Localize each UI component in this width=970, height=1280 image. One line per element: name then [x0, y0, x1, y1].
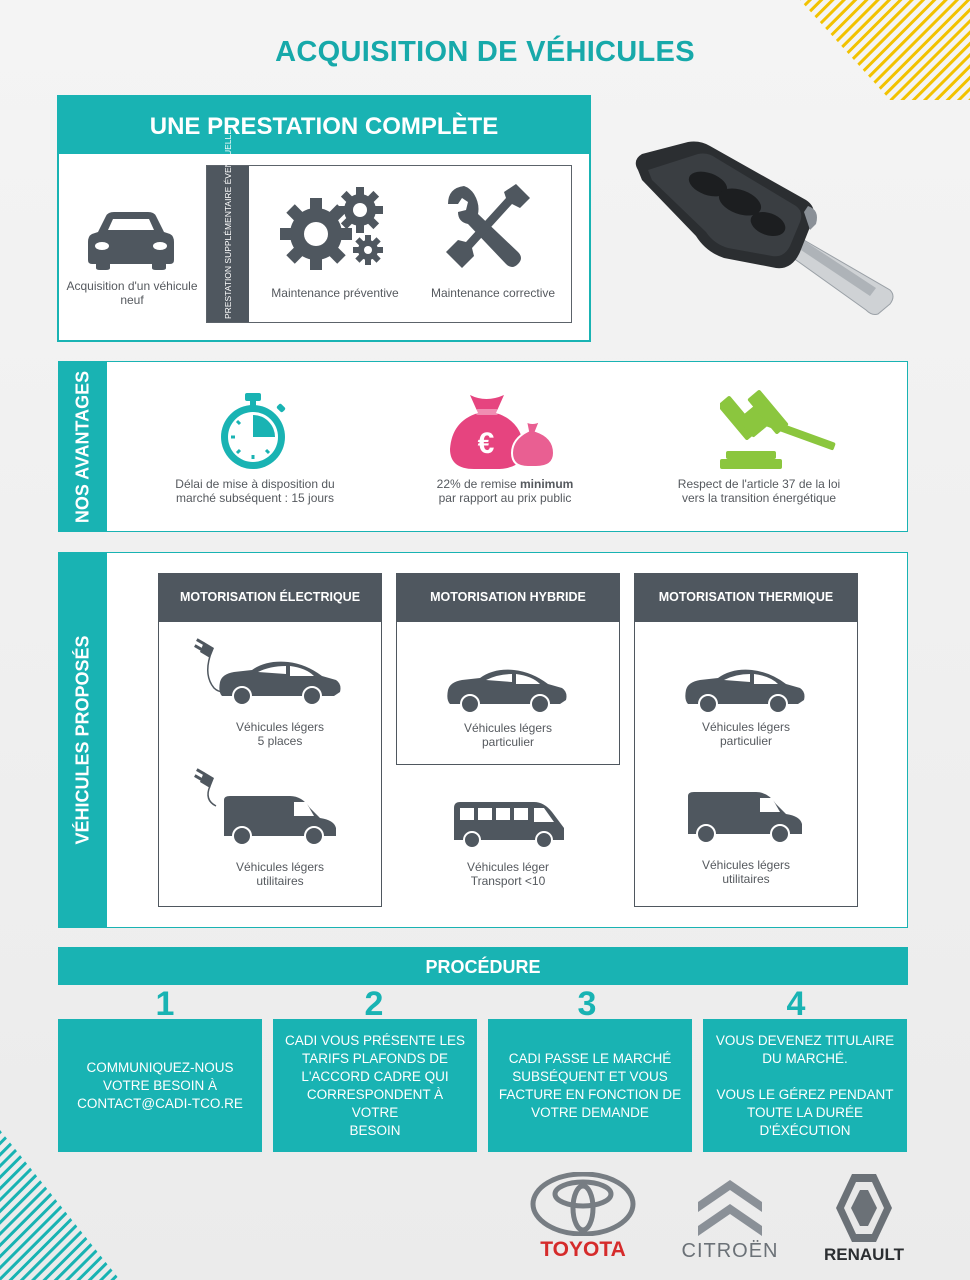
page-title: ACQUISITION DE VÉHICULES [275, 36, 695, 68]
prestation-heading: UNE PRESTATION COMPLÈTE [59, 97, 589, 154]
step-2-text: CADI VOUS PRÉSENTE LES TARIFS PLAFONDS D… [284, 1032, 466, 1138]
brand-renault: RENAULT [824, 1245, 904, 1264]
avantages-heading: NOS AVANTAGES [72, 370, 93, 523]
category-thermique-item-1: Véhicules légers utilitaires [701, 858, 791, 886]
step-4-card: VOUS DEVENEZ TITULAIRE DU MARCHÉ. VOUS L… [703, 1019, 907, 1152]
procedure-heading: PROCÉDURE [58, 947, 908, 985]
avantages-panel: NOS AVANTAGES [58, 361, 908, 532]
vehicules-side-bar: VÉHICULES PROPOSÉS [59, 553, 107, 927]
category-thermique-box [634, 621, 858, 907]
brand-citroen: CITROËN [681, 1240, 779, 1262]
step-1-number: 1 [155, 985, 175, 1023]
minibus-icon [454, 802, 564, 849]
category-hybride-item-0: Véhicules légers particulier [463, 721, 553, 749]
category-thermique-item-0: Véhicules légers particulier [701, 720, 791, 748]
renault-logo [836, 1174, 892, 1242]
supplement-label: PRESTATION SUPPLÉMENTAIRE ÉVENTUELLE [223, 129, 233, 319]
citroen-logo [698, 1180, 762, 1236]
thermal-car-icon [685, 669, 805, 714]
category-thermique-title: MOTORISATION THERMIQUE [634, 573, 858, 621]
money-bag-euro-icon: € [450, 395, 556, 469]
prestation-item-0-label: Acquisition d'un véhicule neuf [66, 279, 198, 307]
hybrid-car-icon [447, 669, 567, 714]
vehicules-heading: VÉHICULES PROPOSÉS [72, 635, 93, 845]
category-electrique-item-1: Véhicules légers utilitaires [235, 860, 325, 888]
prestation-item-1-label: Maintenance préventive [271, 286, 399, 300]
gears-icon [280, 187, 383, 270]
avantage-2-text: Respect de l'article 37 de la loi vers l… [677, 477, 841, 505]
step-3-number: 3 [577, 985, 597, 1023]
step-2-card: CADI VOUS PRÉSENTE LES TARIFS PLAFONDS D… [273, 1019, 477, 1152]
electric-van-icon [194, 768, 336, 846]
car-key-image [635, 141, 894, 315]
category-hybride-title: MOTORISATION HYBRIDE [396, 573, 620, 621]
category-electrique-item-0: Véhicules légers 5 places [235, 720, 325, 748]
supplement-bar: PRESTATION SUPPLÉMENTAIRE ÉVENTUELLE [207, 129, 249, 322]
yellow-stripes-decoration [800, 0, 970, 100]
avantage-1-text-bold: minimum [520, 477, 574, 491]
step-2-number: 2 [364, 985, 384, 1023]
step-3-text: CADI PASSE LE MARCHÉ SUBSÉQUENT ET VOUS … [498, 1050, 682, 1120]
teal-stripes-decoration [0, 1130, 120, 1280]
avantage-1-text: 22% de remise minimum par rapport au pri… [420, 477, 590, 505]
step-1-card: COMMUNIQUEZ-NOUS VOTRE BESOIN À CONTACT@… [58, 1019, 262, 1152]
tools-icon [446, 184, 530, 268]
electric-car-icon [194, 638, 341, 706]
avantages-side-bar: NOS AVANTAGES [59, 362, 107, 531]
step-3-card: CADI PASSE LE MARCHÉ SUBSÉQUENT ET VOUS … [488, 1019, 692, 1152]
svg-text:€: € [478, 427, 495, 460]
step-4-number: 4 [786, 985, 806, 1023]
avantage-1-text-after: par rapport au prix public [438, 491, 572, 505]
category-hybride-item-1: Véhicules léger Transport <10 [466, 860, 550, 888]
prestation-item-2-label: Maintenance corrective [430, 286, 556, 300]
gavel-icon [720, 390, 836, 469]
avantage-0-text: Délai de mise à disposition du marché su… [175, 477, 335, 505]
avantage-1-text-before: 22% de remise [436, 477, 521, 491]
brand-toyota: TOYOTA [540, 1238, 626, 1261]
toyota-logo [530, 1172, 636, 1236]
thermal-van-icon [688, 792, 802, 844]
category-electrique-title: MOTORISATION ÉLECTRIQUE [158, 573, 382, 621]
car-icon [88, 212, 174, 270]
step-4-text: VOUS DEVENEZ TITULAIRE DU MARCHÉ. VOUS L… [715, 1032, 895, 1138]
stopwatch-icon [221, 393, 286, 469]
step-1-text: COMMUNIQUEZ-NOUS VOTRE BESOIN À CONTACT@… [77, 1059, 243, 1111]
